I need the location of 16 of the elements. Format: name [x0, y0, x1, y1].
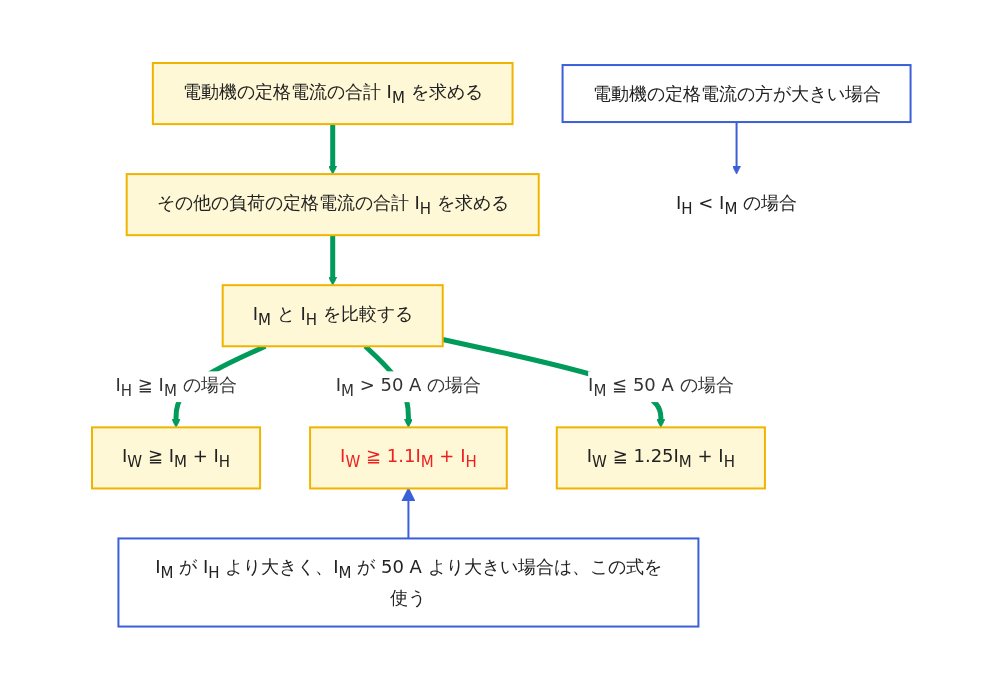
- node-box: 電動機の定格電流の合計 I$_{M}$ を求める: [151, 62, 514, 126]
- node-text: I$_{H}$ < I$_{M}$ の場合: [675, 192, 797, 218]
- edge-label: I$_{H}$ ≧ I$_{M}$ の場合: [115, 374, 237, 401]
- node-box: I$_{M}$ が I$_{H}$ より大きく、I$_{M}$ が 50 A より大きい場合は、この式を使う: [117, 537, 700, 628]
- node-box: I$_{W}$ ≧ 1.1I$_{M}$ + I$_{H}$: [308, 426, 508, 490]
- node-box: 電動機の定格電流の方が大きい場合: [561, 64, 912, 124]
- arrow: [731, 121, 741, 175]
- arrow: [401, 487, 416, 540]
- node-box: I$_{W}$ ≧ I$_{M}$ + I$_{H}$: [90, 426, 261, 490]
- arrow: [328, 124, 337, 175]
- node-box: その他の負荷の定格電流の合計 I$_{H}$ を求める: [125, 173, 540, 237]
- edge-label: I$_{M}$ ≦ 50 A の場合: [587, 374, 734, 401]
- node-box: I$_{W}$ ≧ 1.25I$_{M}$ + I$_{H}$: [555, 426, 766, 490]
- arrow: [328, 235, 337, 286]
- node-box: I$_{M}$ と I$_{H}$ を比較する: [221, 284, 444, 348]
- edge-label: I$_{M}$ > 50 A の場合: [335, 374, 481, 401]
